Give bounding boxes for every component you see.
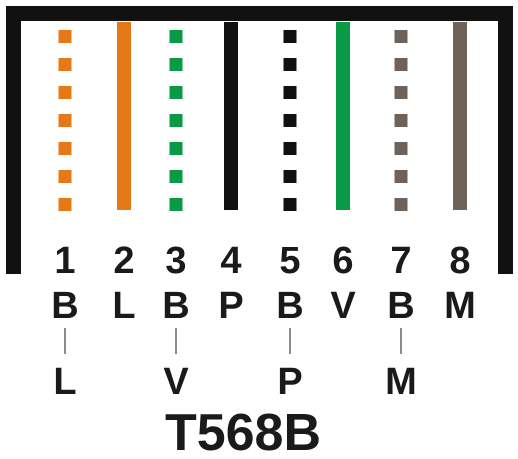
wire-stripe bbox=[58, 30, 72, 43]
wire-stripe bbox=[394, 86, 408, 99]
wire-stripe bbox=[283, 58, 297, 71]
wire-stripe bbox=[283, 142, 297, 155]
wire-stripe bbox=[169, 58, 183, 71]
wire-4 bbox=[224, 22, 238, 210]
wire-7 bbox=[394, 30, 408, 211]
wire-color-code: P bbox=[218, 285, 243, 327]
wire-stripe bbox=[394, 58, 408, 71]
wire-stripe bbox=[58, 58, 72, 71]
wire-color-code: L bbox=[112, 285, 135, 327]
wires-layer bbox=[58, 22, 467, 211]
wire-stripe bbox=[283, 198, 297, 211]
wire-color-code: B bbox=[51, 285, 78, 327]
pin-number: 3 bbox=[165, 240, 186, 282]
wire-stripe bbox=[58, 198, 72, 211]
wire-stripe bbox=[169, 86, 183, 99]
pin-number: 1 bbox=[54, 240, 75, 282]
pin-number: 2 bbox=[113, 240, 134, 282]
wire-stripe bbox=[283, 114, 297, 127]
wire-stripe bbox=[169, 170, 183, 183]
pin-number: 6 bbox=[332, 240, 353, 282]
frame-left bbox=[6, 6, 21, 274]
frame-right bbox=[498, 6, 513, 274]
wire-stripe bbox=[283, 86, 297, 99]
wire-5 bbox=[283, 30, 297, 211]
standard-title: T568B bbox=[165, 404, 321, 459]
pin-number: 8 bbox=[449, 240, 470, 282]
wire-solid bbox=[224, 22, 238, 210]
wire-stripe bbox=[283, 170, 297, 183]
wire-stripe bbox=[394, 114, 408, 127]
wire-stripe bbox=[394, 142, 408, 155]
wire-color-code: V bbox=[330, 285, 356, 327]
wire-solid bbox=[336, 22, 350, 210]
frame-top bbox=[6, 6, 513, 21]
pair-color-code: M bbox=[385, 361, 417, 403]
pin-number: 7 bbox=[390, 240, 411, 282]
wire-stripe bbox=[169, 30, 183, 43]
wire-8 bbox=[453, 22, 467, 210]
wire-stripe bbox=[58, 114, 72, 127]
wire-stripe bbox=[169, 198, 183, 211]
wire-3 bbox=[169, 30, 183, 211]
wire-stripe bbox=[394, 198, 408, 211]
wire-stripe bbox=[58, 170, 72, 183]
pair-color-code: P bbox=[277, 361, 302, 403]
wire-stripe bbox=[169, 114, 183, 127]
pin-number: 5 bbox=[279, 240, 300, 282]
wire-1 bbox=[58, 30, 72, 211]
pair-color-code: L bbox=[53, 361, 76, 403]
pair-color-code: V bbox=[163, 361, 189, 403]
wire-stripe bbox=[394, 30, 408, 43]
wire-color-code: B bbox=[276, 285, 303, 327]
wire-2 bbox=[117, 22, 131, 210]
wire-6 bbox=[336, 22, 350, 210]
wire-solid bbox=[117, 22, 131, 210]
wire-color-code: M bbox=[444, 285, 476, 327]
wire-stripe bbox=[394, 170, 408, 183]
wire-stripe bbox=[58, 86, 72, 99]
wire-color-code: B bbox=[387, 285, 414, 327]
wire-stripe bbox=[283, 30, 297, 43]
pin-number: 4 bbox=[220, 240, 241, 282]
wire-stripe bbox=[58, 142, 72, 155]
wire-solid bbox=[453, 22, 467, 210]
wire-stripe bbox=[169, 142, 183, 155]
wire-color-code: B bbox=[162, 285, 189, 327]
